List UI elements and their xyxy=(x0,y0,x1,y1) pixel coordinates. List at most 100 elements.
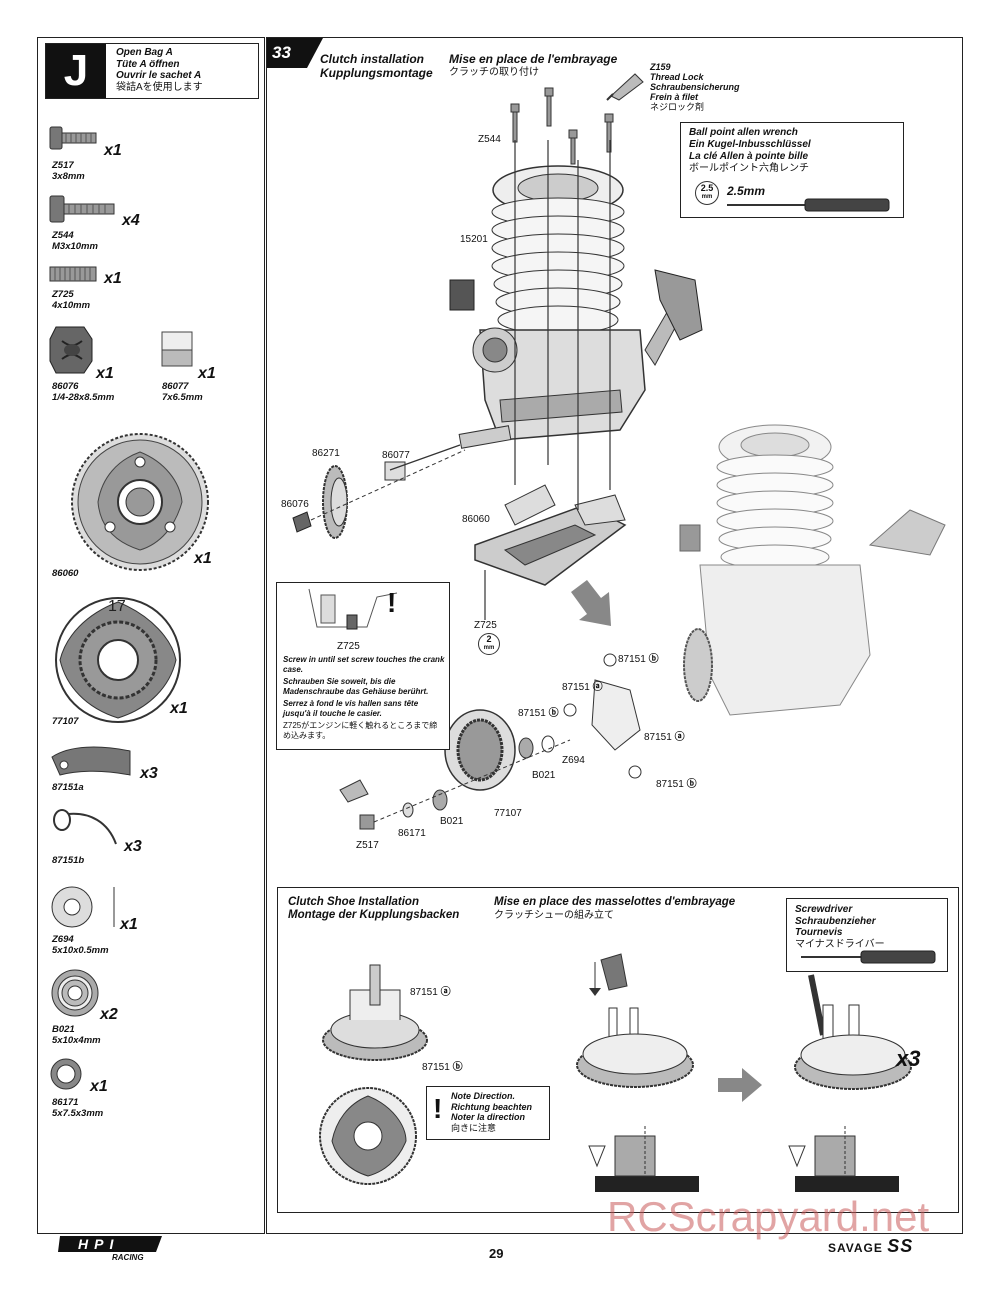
part-size-86077: 7x6.5mm xyxy=(162,392,203,403)
savage-logo: SAVAGE SS xyxy=(828,1236,914,1256)
wrench-fr: La clé Allen à pointe bille xyxy=(689,151,809,162)
note-fr: Noter la direction xyxy=(451,1112,526,1122)
callout-z544: Z544 xyxy=(478,134,501,145)
shoe-title-fr: Mise en place des masselottes d'embrayag… xyxy=(494,896,736,908)
wrench-size-text: 2.5mm xyxy=(727,184,766,198)
engine-drawing xyxy=(449,165,703,449)
setscrew-note-fr: Serrez à fond le vis hallen sans tête ju… xyxy=(283,699,419,718)
callout-87151b-left: 87151 ⓑ xyxy=(518,708,559,719)
part-qty-87151a: x3 xyxy=(140,765,158,782)
note-de: Richtung beachten xyxy=(451,1101,533,1112)
part-size-z694: 5x10x0.5mm xyxy=(52,945,109,956)
threadlock-bottle-icon xyxy=(606,73,644,101)
setscrew-note-box: ! Z725 Screw in until set screw touches … xyxy=(276,582,450,750)
part-size-z544: M3x10mm xyxy=(52,241,98,252)
bag-line-en: Open Bag A xyxy=(116,47,173,58)
allen-wrench-icon xyxy=(727,198,890,212)
warning-icon: ! xyxy=(387,587,397,618)
part-code-86077: 86077 xyxy=(162,381,189,392)
note-jp: 向きに注意 xyxy=(451,1122,497,1133)
bag-line-fr: Ouvrir le sachet A xyxy=(116,70,202,81)
screwdriver-de: Schraubenzieher xyxy=(795,915,876,927)
threadlock-de: Schraubensicherung xyxy=(650,82,740,92)
bag-letter-badge: J xyxy=(46,44,106,98)
clutch-exploded-drawing xyxy=(339,653,642,830)
part-qty-z694: x1 xyxy=(120,916,138,933)
part-code-87151a: 87151a xyxy=(52,782,84,793)
engine-mount-drawing xyxy=(474,484,627,586)
setscrew-note-de: Schrauben Sie soweit, bis die Madenschra… xyxy=(283,677,429,696)
shoe-callout-a: 87151 ⓐ xyxy=(410,987,451,998)
part-size-b021: 5x10x4mm xyxy=(52,1035,101,1046)
step-title-de: Kupplungsmontage xyxy=(320,66,433,80)
callout-86171: 86171 xyxy=(398,828,426,839)
clutch-shoe-87151a-icon xyxy=(51,746,131,776)
note-direction-box: ! Note Direction. Richtung beachten Note… xyxy=(426,1086,550,1140)
next-arrow-icon xyxy=(718,1068,762,1102)
shoe-title-jp: クラッチシューの組み立て xyxy=(494,910,614,921)
gear-teeth-label: 17 xyxy=(108,598,126,615)
callout-86076: 86076 xyxy=(281,499,309,510)
engine-with-clutch-drawing xyxy=(679,424,946,716)
flywheel-86060-icon xyxy=(71,433,209,571)
part-qty-86076: x1 xyxy=(96,365,114,382)
step-title-en: Clutch installation xyxy=(320,52,425,66)
assembly-arrows xyxy=(389,140,611,620)
part-qty-86077: x1 xyxy=(198,365,216,382)
wrench-box: Ball point allen wrench Ein Kugel-Inbuss… xyxy=(680,122,904,218)
screwdriver-fr: Tournevis xyxy=(795,927,843,938)
part-size-86171: 5x7.5x3mm xyxy=(52,1108,104,1119)
threadlock-code: Z159 xyxy=(650,62,671,72)
watermark: RCScrapyard.net xyxy=(607,1193,930,1240)
shoe-step-1-side-drawing xyxy=(588,1126,699,1192)
hpi-logo xyxy=(58,1236,162,1252)
threadlock-en: Thread Lock xyxy=(650,72,704,82)
callout-z517: Z517 xyxy=(356,840,379,851)
callout-86060: 86060 xyxy=(462,514,490,525)
screw-z517-icon xyxy=(49,126,97,150)
shoe-callout-b: 87151 ⓑ xyxy=(422,1062,463,1073)
callout-87151a-right: 87151 ⓐ xyxy=(644,732,685,743)
wrench-jp: ボールポイント六角レンチ xyxy=(689,163,809,174)
part-code-87151b: 87151b xyxy=(52,855,85,866)
hpi-racing-text: RACING xyxy=(112,1253,144,1262)
part-qty-b021: x2 xyxy=(100,1006,118,1023)
part-code-86076: 86076 xyxy=(52,381,79,392)
part-code-77107: 77107 xyxy=(52,716,79,727)
part-code-b021: B021 xyxy=(52,1024,75,1035)
part-qty-86171: x1 xyxy=(90,1078,108,1095)
callout-z725: Z725 xyxy=(474,620,497,631)
direction-arrow-icon xyxy=(571,580,611,626)
washer-z694-icon xyxy=(51,886,115,928)
callout-86077: 86077 xyxy=(382,450,410,461)
callout-87151b-bottom: 87151 ⓑ xyxy=(656,779,697,790)
nut-86076-icon xyxy=(49,326,93,374)
callout-77107: 77107 xyxy=(494,808,522,819)
shoe-title-de: Montage der Kupplungsbacken xyxy=(288,909,460,921)
shoe-multiplier: x3 xyxy=(896,1046,921,1071)
setscrew-code: Z725 xyxy=(337,641,360,652)
part-qty-z725: x1 xyxy=(104,270,122,287)
wrench-de: Ein Kugel-Inbusschlüssel xyxy=(689,139,811,150)
clutch-direction-drawing xyxy=(319,1087,417,1185)
screws-z544-drawing xyxy=(510,87,614,165)
callout-86271: 86271 xyxy=(312,448,340,459)
note-en: Note Direction. xyxy=(451,1091,516,1101)
screwdriver-jp: マイナスドライバー xyxy=(795,938,885,950)
part-qty-86060: x1 xyxy=(194,550,212,567)
step-title-jp: クラッチの取り付け xyxy=(449,67,539,78)
bag-line-jp: 袋詰Aを使用します xyxy=(116,81,203,93)
clutch-bell-77107-icon xyxy=(55,597,181,723)
bag-line-de: Tüte A öffnen xyxy=(116,58,180,70)
part-qty-77107: x1 xyxy=(170,700,188,717)
callout-b021-left: B021 xyxy=(440,816,464,827)
part-qty-z517: x1 xyxy=(104,142,122,159)
step-title-fr: Mise en place de l'embrayage xyxy=(449,52,618,66)
shoe-title-en: Clutch Shoe Installation xyxy=(288,896,419,908)
hpi-brand-text: HPI xyxy=(78,1236,120,1252)
setscrew-z725-icon xyxy=(49,266,97,282)
screwdriver-en: Screwdriver xyxy=(795,904,853,915)
wrench-size-badge: 2.5 mm xyxy=(695,181,719,205)
threadlock-jp: ネジロック剤 xyxy=(650,102,705,112)
shoe-step-2-side-drawing xyxy=(788,1126,899,1192)
